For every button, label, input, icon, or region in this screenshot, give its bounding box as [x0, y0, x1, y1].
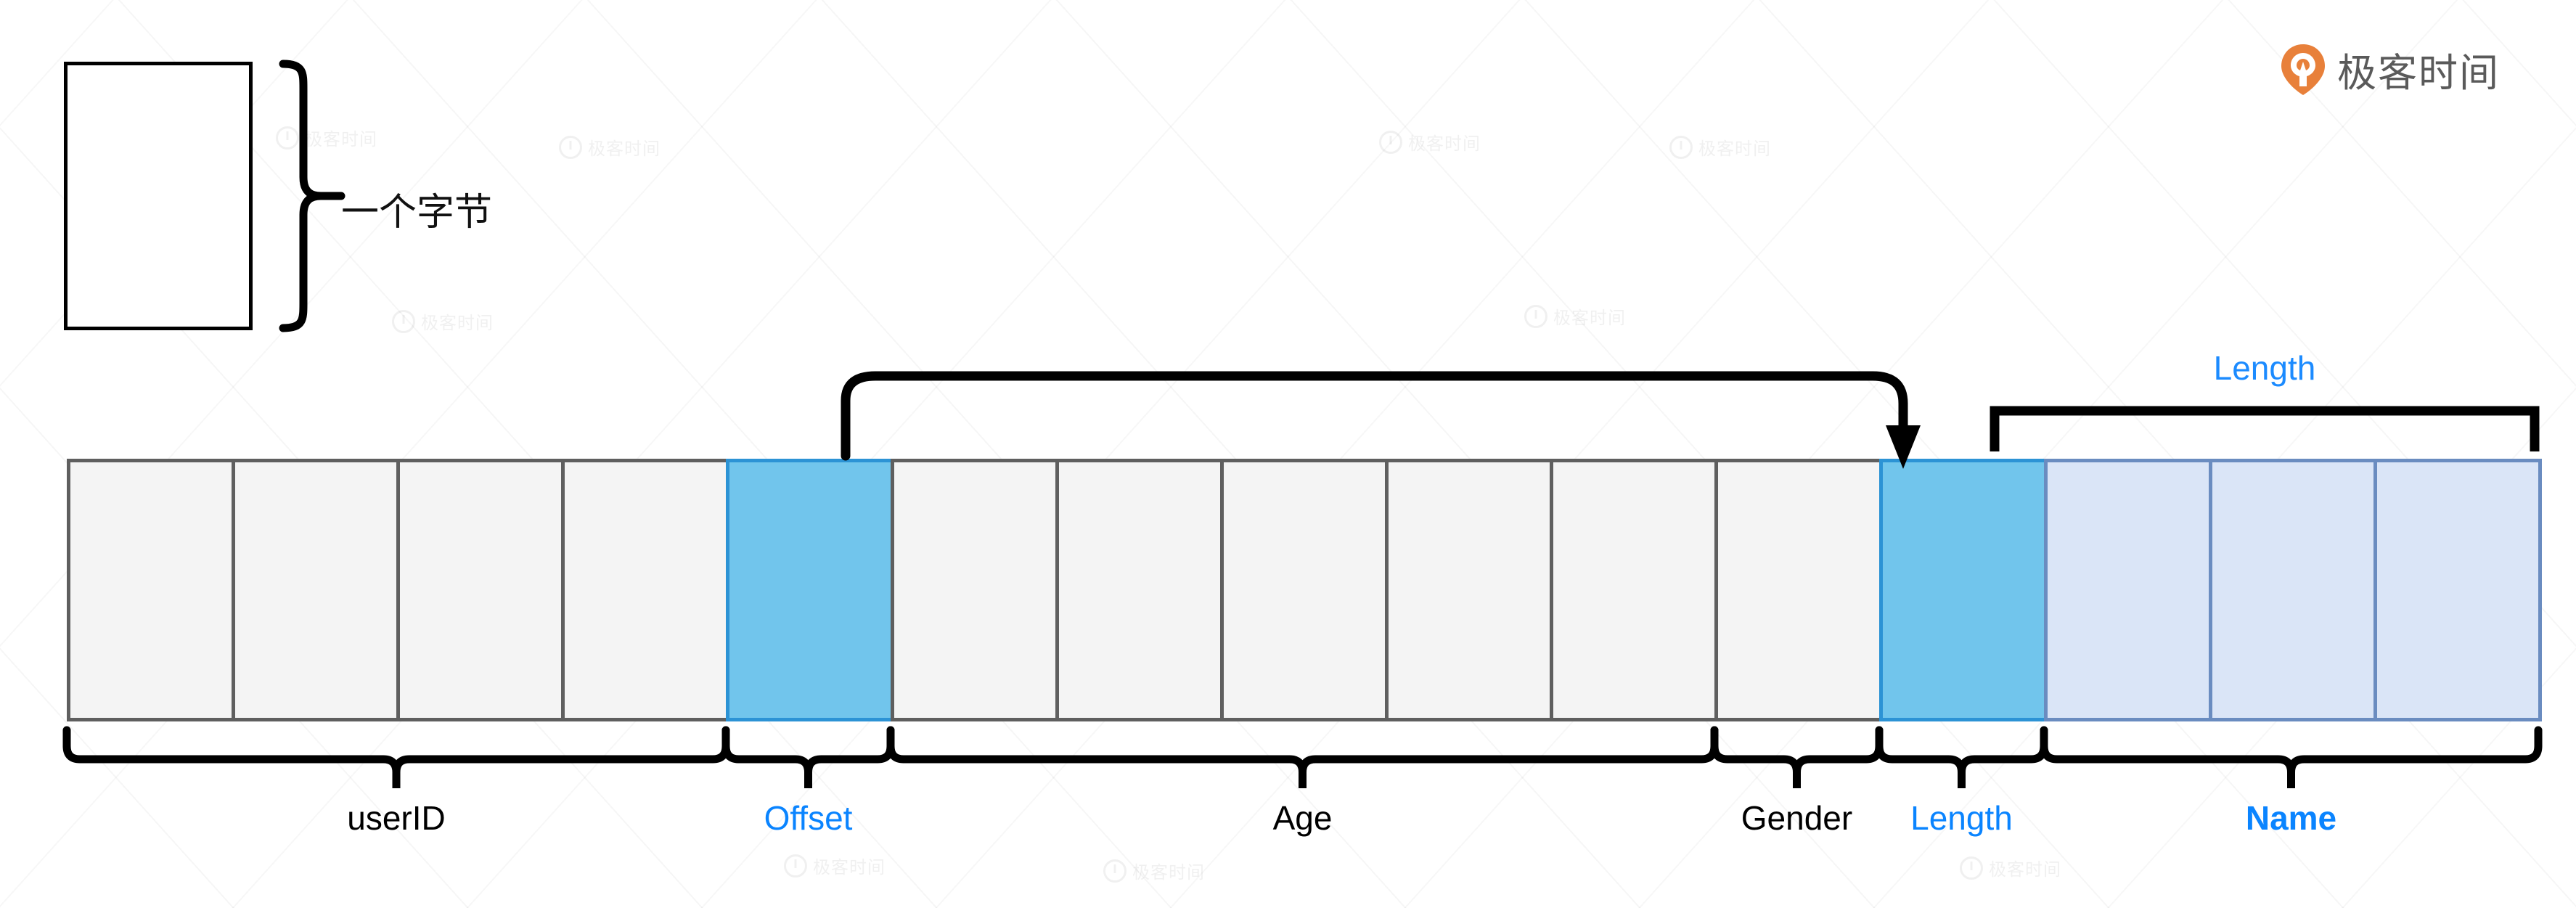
field-label-offset: Offset: [764, 799, 853, 837]
byte-cell-name-12: [2044, 459, 2212, 721]
byte-cell-age-6: [1055, 459, 1224, 721]
watermark-label: 极客时间: [1989, 860, 2061, 880]
brand-logo: 极客时间: [2279, 41, 2500, 98]
field-brace-length: [1875, 726, 2048, 788]
byte-cell-name-13: [2209, 459, 2377, 721]
watermark: 极客时间: [1379, 129, 1481, 155]
watermark: 极客时间: [276, 125, 377, 150]
watermark: 极客时间: [1669, 134, 1771, 160]
field-braces: [62, 726, 2543, 788]
byte-cell-age-8: [1385, 459, 1553, 721]
field-brace-gender: [1710, 726, 1884, 788]
watermark: 极客时间: [1524, 303, 1626, 329]
byte-cell-offset-4: [726, 459, 894, 721]
watermark-label: 极客时间: [421, 314, 494, 333]
byte-cell-age-7: [1220, 459, 1389, 721]
legend-label: 一个字节: [341, 192, 493, 234]
watermark-label: 极客时间: [305, 130, 377, 150]
single-byte-box: [64, 62, 253, 330]
byte-cell-userid-3: [561, 459, 729, 721]
geektime-watermark-icon: [1379, 130, 1402, 154]
watermark: 极客时间: [1103, 858, 1205, 883]
square-bracket-icon: [1990, 406, 2540, 451]
watermark-label: 极客时间: [1408, 134, 1481, 154]
field-label-age: Age: [1272, 799, 1333, 837]
watermark: 极客时间: [392, 308, 494, 334]
geektime-watermark-icon: [1669, 135, 1693, 159]
geektime-watermark-icon: [559, 135, 582, 159]
field-brace-userid: [62, 726, 730, 788]
field-brace-age: [886, 726, 1719, 788]
watermark-label: 极客时间: [1698, 139, 1771, 159]
right-curly-brace-icon: [279, 60, 345, 332]
geektime-watermark-icon: [784, 854, 807, 878]
field-label-name: Name: [2245, 799, 2337, 837]
geektime-watermark-icon: [1960, 856, 1983, 880]
curved-arrow-icon: [841, 371, 1921, 469]
geektime-watermark-icon: [1103, 859, 1127, 883]
byte-cell-age-5: [891, 459, 1059, 721]
byte-cell-name-14: [2373, 459, 2542, 721]
geektime-watermark-icon: [1524, 304, 1547, 328]
watermark: 极客时间: [784, 853, 886, 878]
watermark-label: 极客时间: [588, 139, 661, 159]
geektime-watermark-icon: [392, 309, 415, 333]
byte-cell-userid-0: [67, 459, 235, 721]
top-bracket-label: Length: [2213, 349, 2316, 387]
geektime-watermark-icon: [276, 126, 299, 150]
watermark-label: 极客时间: [1132, 863, 1205, 883]
watermark-label: 极客时间: [813, 858, 886, 878]
watermark: 极客时间: [559, 134, 661, 160]
byte-cell-age-9: [1550, 459, 1718, 721]
brand-name: 极客时间: [2337, 52, 2500, 95]
field-label-gender: Gender: [1741, 799, 1853, 837]
watermark: 极客时间: [1960, 855, 2061, 880]
byte-cell-gender-10: [1714, 459, 1883, 721]
byte-cell-userid-2: [396, 459, 565, 721]
byte-cell-length-11: [1879, 459, 2048, 721]
field-brace-name: [2040, 726, 2543, 788]
geektime-logo-icon: [2279, 43, 2327, 97]
byte-cell-userid-1: [232, 459, 400, 721]
watermark-label: 极客时间: [1553, 308, 1626, 328]
byte-strip: [67, 459, 2542, 721]
field-brace-offset: [721, 726, 895, 788]
field-label-userid: userID: [347, 799, 446, 837]
field-label-length: Length: [1910, 799, 2013, 837]
